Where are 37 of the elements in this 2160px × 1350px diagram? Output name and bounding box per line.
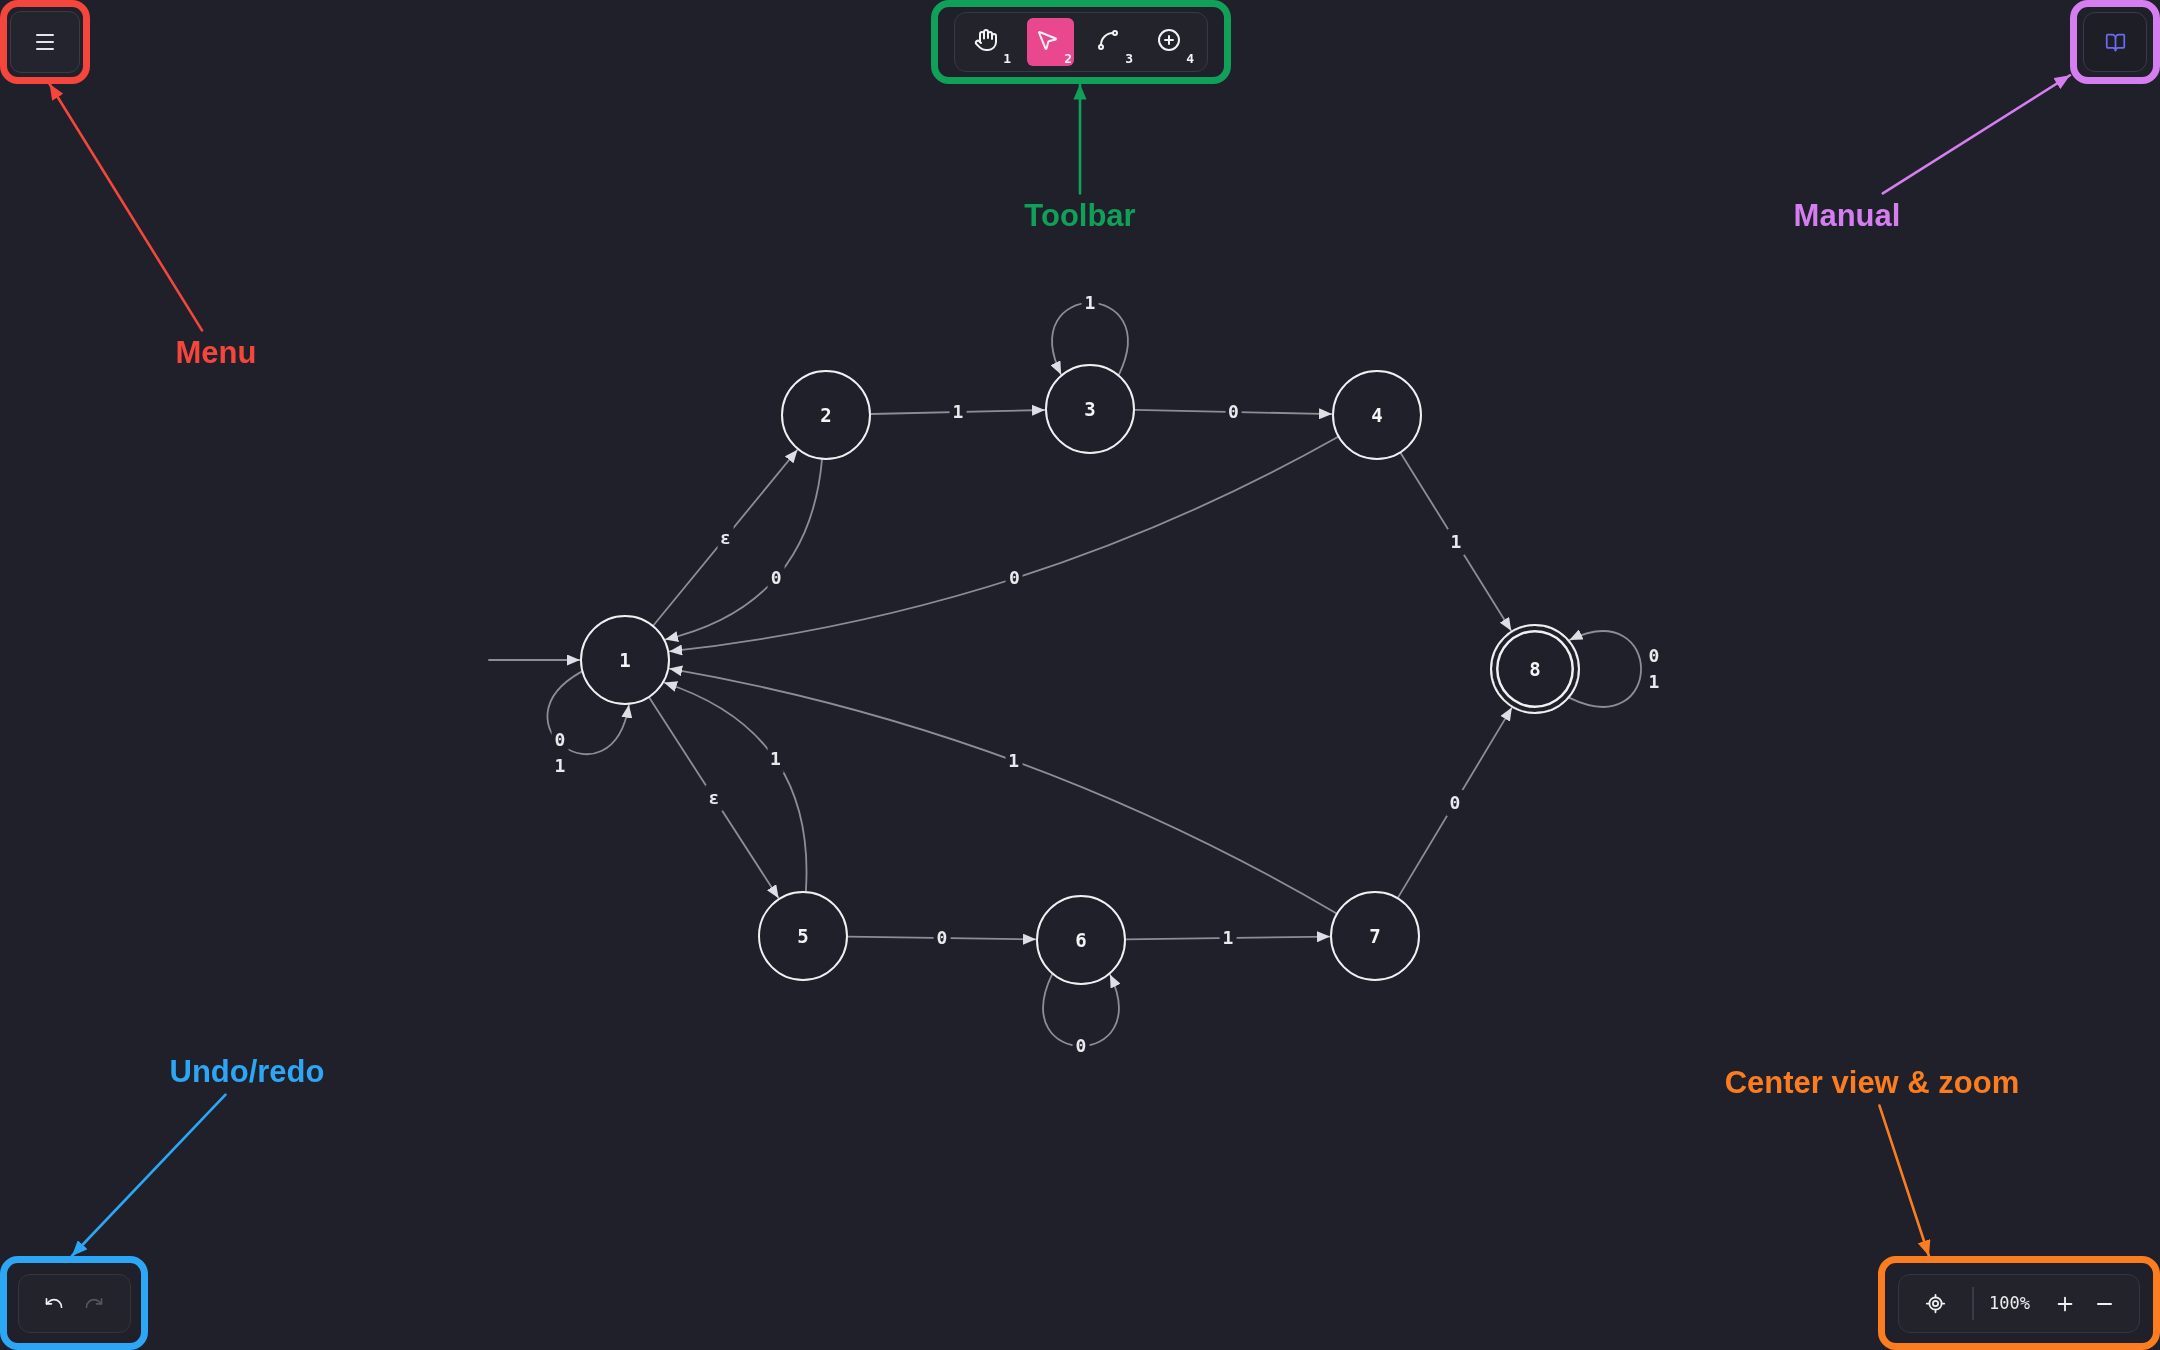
loop-arrow (1042, 973, 1120, 1047)
edge-label: 0 (1446, 789, 1464, 816)
callout-label: Center view & zoom (1724, 1064, 2020, 1102)
highlight-frame (0, 1256, 148, 1350)
arrow (664, 458, 823, 642)
arrow (663, 681, 808, 892)
select-tool-button: 2 (1027, 18, 1074, 66)
arrow (70, 1093, 227, 1258)
arrow (488, 654, 581, 666)
loop-arrow (1051, 302, 1129, 376)
add-tool-button: 4 (1149, 18, 1196, 66)
callout-label: Undo/redo (169, 1053, 325, 1091)
arrow (1881, 73, 2072, 195)
edge-label: 1 (767, 746, 784, 773)
arrow (847, 933, 1037, 945)
arrow (652, 448, 799, 627)
callout-label: Manual (1793, 197, 1901, 235)
hand-tool-button: 1 (966, 18, 1013, 66)
zoom-level-text: 100% (1989, 1291, 2030, 1314)
loop-arrow (1568, 630, 1642, 708)
arrow (1073, 82, 1087, 195)
edge-label: ε (705, 784, 723, 812)
arrow (1134, 408, 1333, 420)
curve-tool-button: 3 (1088, 18, 1135, 66)
arrow (1125, 931, 1331, 943)
callout-label: Menu (175, 334, 257, 372)
highlight-frame (2070, 0, 2160, 84)
arrow (1878, 1104, 1931, 1258)
callout-label: Toolbar (1024, 197, 1136, 235)
arrow (48, 82, 204, 332)
edge-label: 1 (1447, 528, 1465, 556)
edge-label: ε (717, 524, 734, 551)
highlight-frame (931, 0, 1231, 84)
arrow (870, 404, 1046, 416)
edge-label: 0 (767, 564, 785, 591)
highlight-frame (0, 0, 90, 84)
highlight-frame (1878, 1256, 2160, 1350)
